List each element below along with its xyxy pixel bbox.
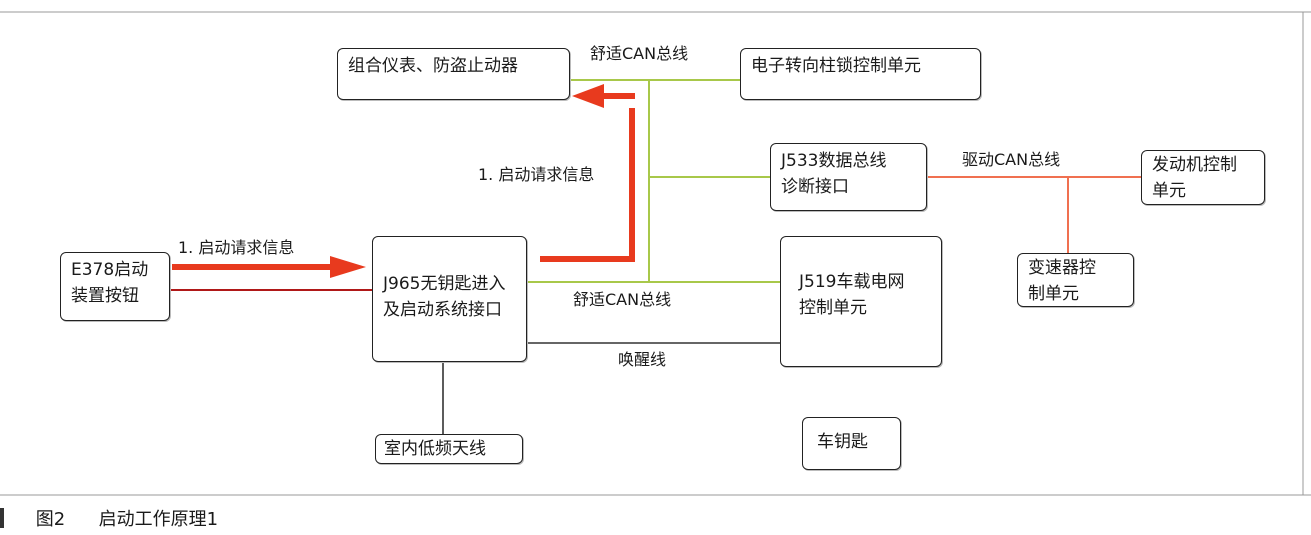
interior-antenna-box: 室内低频天线 bbox=[375, 434, 523, 464]
e378-label-line1: E378启动 bbox=[71, 260, 149, 280]
instrument-cluster-box: 组合仪表、防盗止动器 bbox=[337, 48, 570, 100]
comfort-can-mid-label: 舒适CAN总线 bbox=[573, 290, 672, 309]
j533-label-line2: 诊断接口 bbox=[781, 177, 849, 197]
steering-lock-box: 电子转向柱锁控制单元 bbox=[740, 48, 981, 100]
start-request-label-1: 1. 启动请求信息 bbox=[178, 238, 295, 257]
caption-marker bbox=[0, 508, 4, 528]
comfort-can-bus bbox=[527, 79, 780, 283]
comfort-can-top-label: 舒适CAN总线 bbox=[590, 44, 689, 63]
gearbox-ecu-box: 变速器控 制单元 bbox=[1017, 253, 1134, 307]
figure-caption: 图2 启动工作原理1 bbox=[0, 505, 218, 531]
start-request-arrow-1 bbox=[172, 256, 366, 278]
start-request-label-2: 1. 启动请求信息 bbox=[478, 165, 595, 184]
gearbox-ecu-label-line2: 制单元 bbox=[1028, 284, 1079, 304]
car-key-label: 车钥匙 bbox=[817, 432, 868, 452]
car-key-box: 车钥匙 bbox=[802, 417, 901, 470]
caption-title: 启动工作原理1 bbox=[98, 509, 219, 530]
interior-antenna-label: 室内低频天线 bbox=[384, 439, 486, 459]
e378-label-line2: 装置按钮 bbox=[71, 286, 139, 306]
wake-line-label: 唤醒线 bbox=[618, 350, 667, 369]
instrument-cluster-label: 组合仪表、防盗止动器 bbox=[348, 56, 518, 76]
caption-figure-number: 图2 bbox=[35, 509, 66, 530]
drive-can-label: 驱动CAN总线 bbox=[962, 150, 1061, 169]
e378-button-box: E378启动 装置按钮 bbox=[60, 252, 170, 321]
j519-bcm-box: J519车载电网 控制单元 bbox=[780, 236, 942, 367]
gearbox-ecu-label-line1: 变速器控 bbox=[1028, 258, 1096, 278]
engine-ecu-box: 发动机控制 单元 bbox=[1141, 150, 1265, 205]
engine-ecu-label-line2: 单元 bbox=[1152, 181, 1186, 201]
j533-label-line1: J533数据总线 bbox=[781, 151, 887, 171]
wake-line bbox=[442, 342, 780, 437]
j965-label-line1: J965无钥匙进入 bbox=[383, 274, 506, 294]
start-request-arrow-2 bbox=[540, 84, 635, 262]
j519-label-line2: 控制单元 bbox=[799, 298, 867, 318]
j533-gateway-box: J533数据总线 诊断接口 bbox=[770, 143, 927, 211]
j965-label-line2: 及启动系统接口 bbox=[383, 300, 502, 320]
j519-label-line1: J519车载电网 bbox=[799, 272, 905, 292]
steering-lock-label: 电子转向柱锁控制单元 bbox=[751, 56, 921, 76]
engine-ecu-label-line1: 发动机控制 bbox=[1152, 155, 1237, 175]
j965-interface-box: J965无钥匙进入 及启动系统接口 bbox=[372, 236, 527, 362]
drive-can-bus bbox=[927, 176, 1141, 253]
